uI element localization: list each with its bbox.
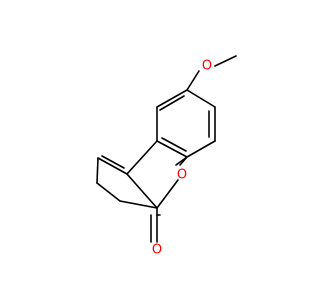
bond-benzene-6 [186,89,216,108]
bond-ring-o-link [179,156,188,166]
bond-c9b-c1 [126,140,158,175]
bond-o-aryl [186,70,200,91]
bond-methyl-o [214,55,237,67]
bond-c2-c3 [97,157,128,175]
bond-c1-c2 [126,173,158,209]
bond-pyranone-o-c [156,179,179,209]
atom-o-ring: O [177,168,187,183]
bond-c4-c5 [96,182,121,202]
bond-benzene-1 [156,89,188,108]
bond-c3-c4 [96,157,99,184]
atom-o-methoxy: O [202,59,212,74]
bond-benzene-3 [156,140,188,158]
atom-o-carbonyl: O [152,243,162,258]
bond-benzene-4 [186,140,216,158]
bond-benzene-1-inner [159,95,185,111]
bond-c2-c3-inner [101,155,125,169]
bond-benzene-3-inner [161,137,187,152]
bond-c5-c6 [119,200,158,209]
structure-diagram: O O O [96,55,237,258]
